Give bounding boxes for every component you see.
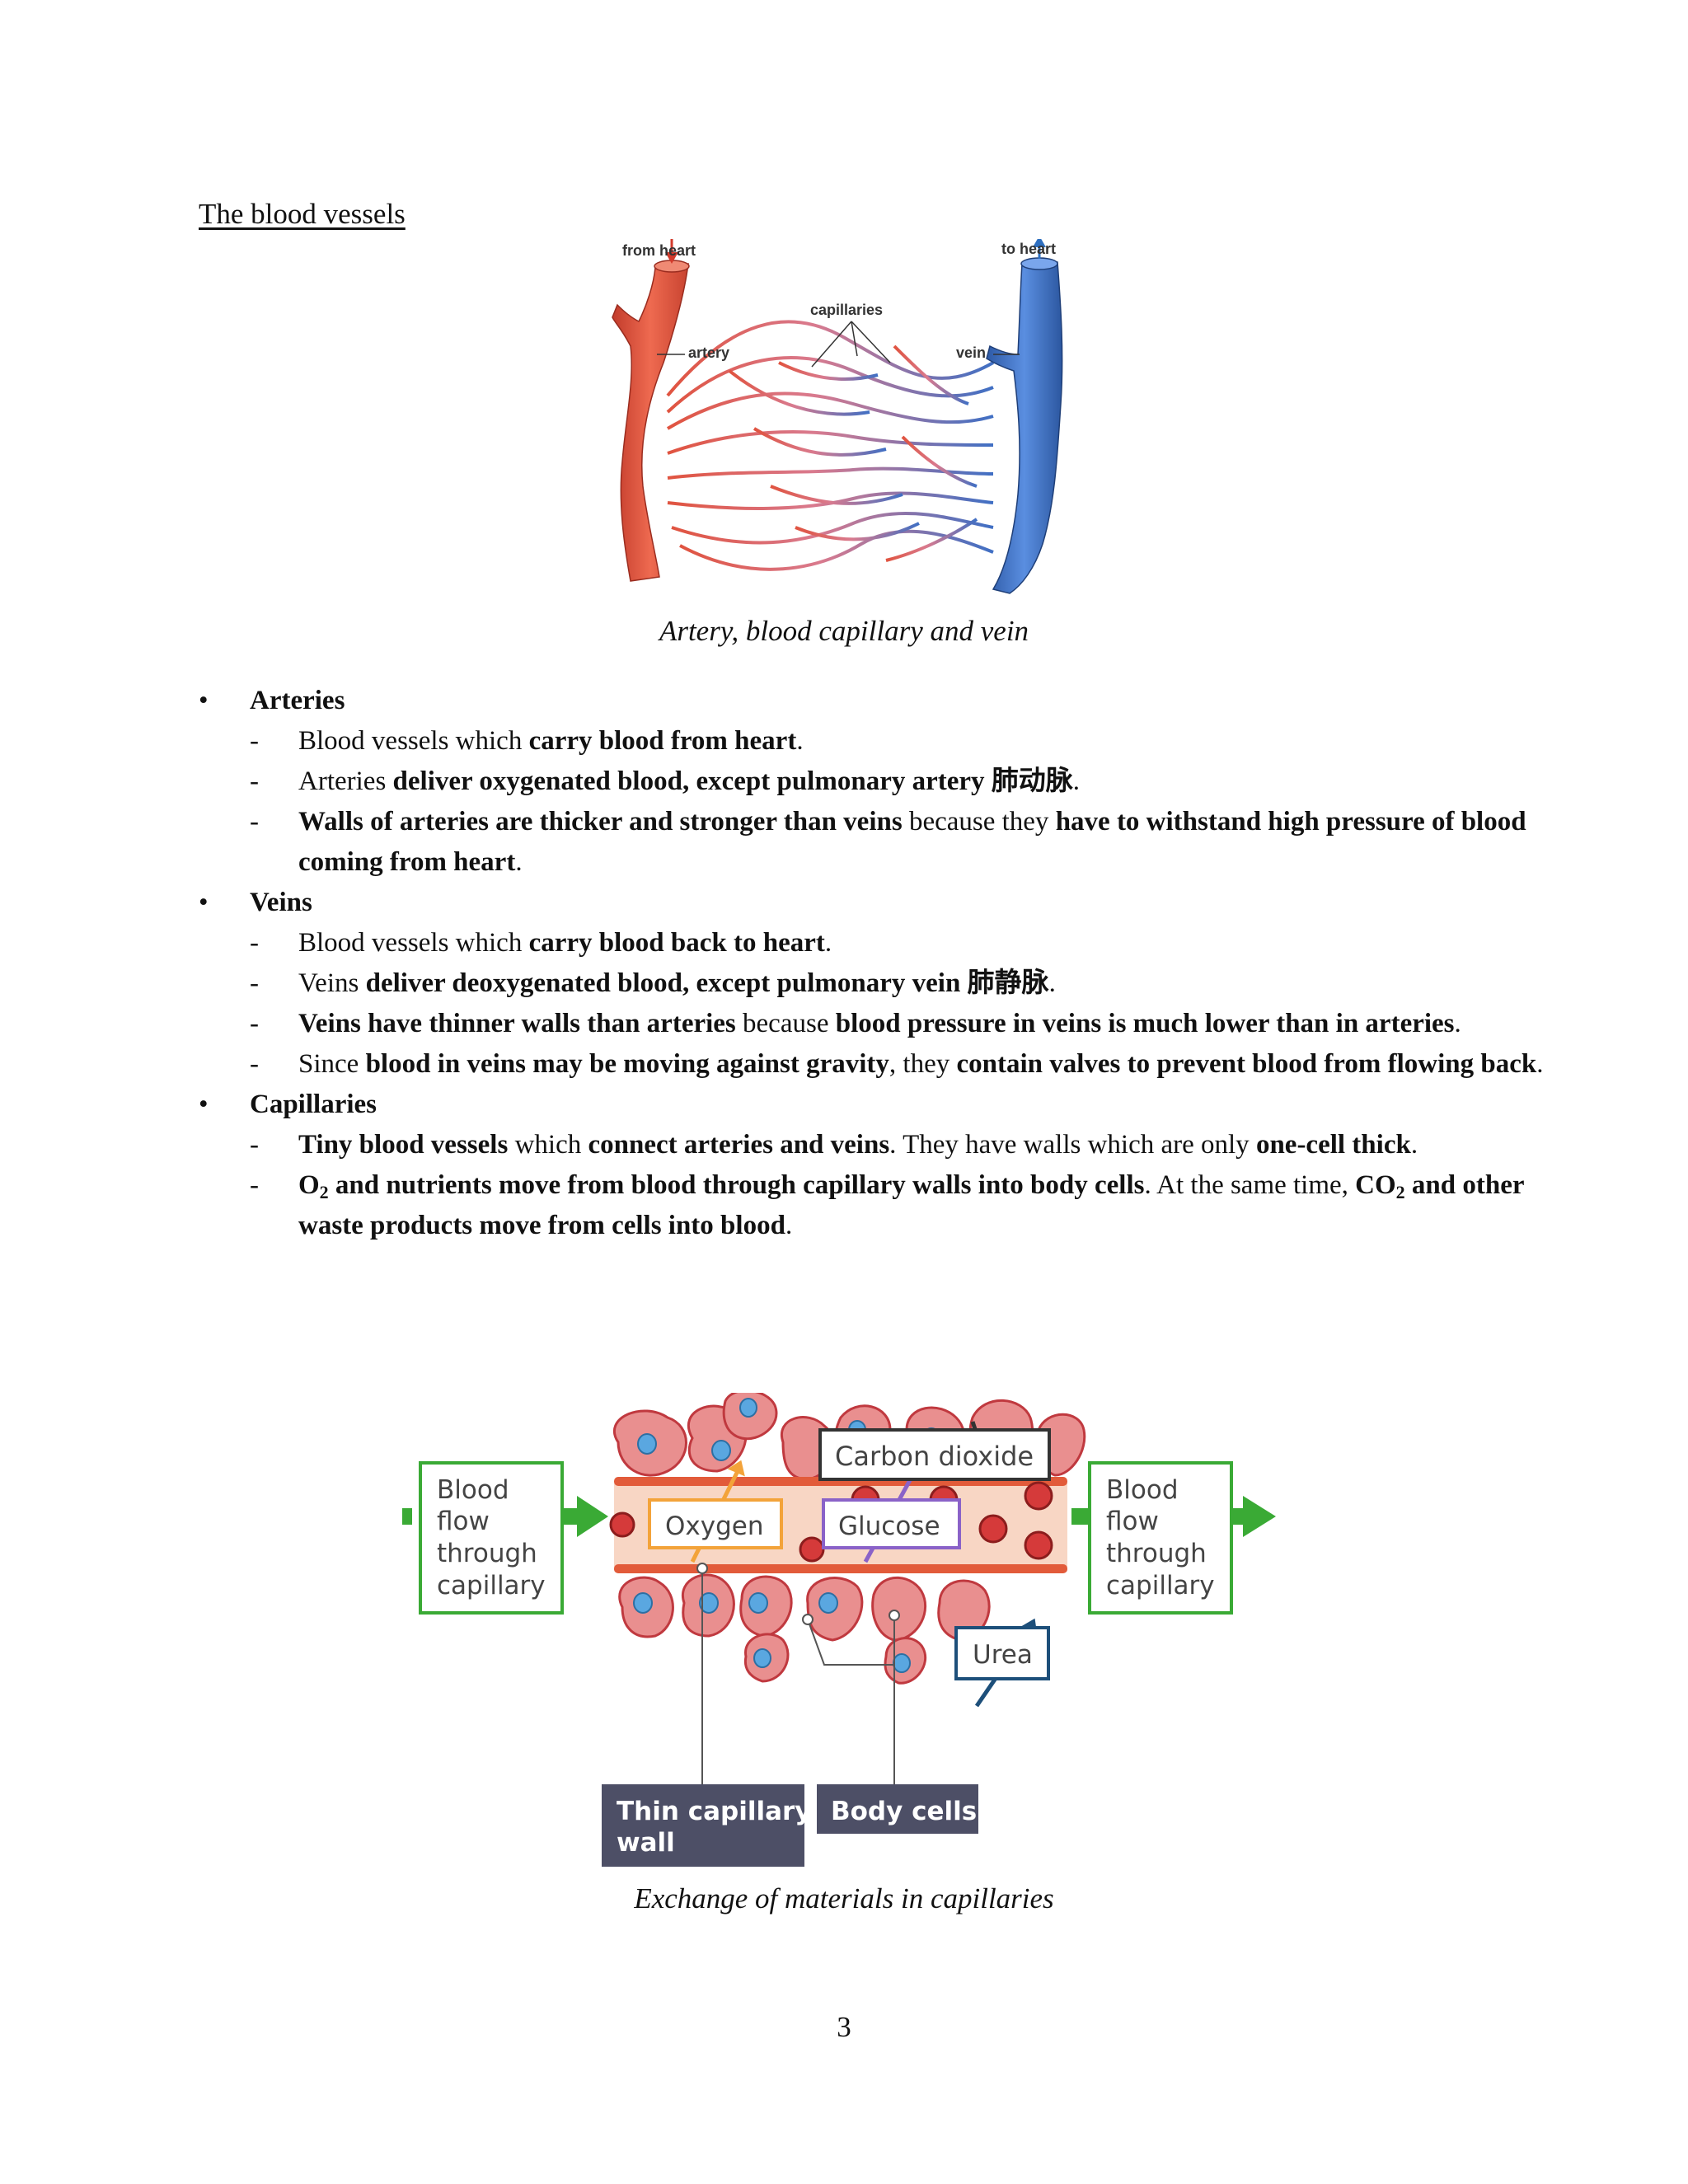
- bold-text: carry blood from heart: [528, 726, 797, 756]
- body-cells-bottom: [618, 1573, 991, 1685]
- text-span: . At the same time,: [1144, 1170, 1356, 1200]
- bold-text: deliver deoxygenated blood, except pulmo…: [365, 968, 1049, 998]
- label-body-cells: Body cells: [831, 1797, 977, 1826]
- flow-left-line-1: Blood: [437, 1475, 509, 1505]
- bold-text: connect arteries and veins: [588, 1130, 890, 1160]
- flow-right-text: Blood flow through capillary: [1106, 1475, 1215, 1601]
- flow-left-text: Blood flow through capillary: [437, 1475, 546, 1601]
- capillary-network: [666, 320, 994, 571]
- list-item: - Blood vessels which carry blood from he…: [199, 721, 1550, 762]
- list-item: - Since blood in veins may be moving agai…: [199, 1044, 1550, 1085]
- section-heading: • Arteries: [199, 681, 1550, 721]
- capillary-exchange-diagram: Blood flow through capillary Blood flow …: [402, 1393, 1276, 1867]
- text-span: because: [735, 1009, 836, 1038]
- label-artery: artery: [688, 344, 729, 361]
- text-span: .: [796, 726, 804, 756]
- bold-text: Walls of arteries are thicker and strong…: [298, 807, 903, 837]
- bullet-icon: •: [199, 888, 209, 917]
- list-item: - Blood vessels which carry blood back to…: [199, 923, 1550, 963]
- bullet-icon: •: [199, 1090, 209, 1119]
- label-carbon-dioxide: Carbon dioxide: [835, 1441, 1034, 1472]
- bold-text: CO: [1355, 1170, 1396, 1200]
- text-span: Blood vessels which: [298, 726, 529, 756]
- dash-marker: -: [250, 1130, 259, 1160]
- page-number: 3: [837, 2011, 851, 2043]
- text-span: .: [785, 1211, 793, 1240]
- bold-text: O: [298, 1170, 320, 1200]
- section-heading: • Capillaries: [199, 1085, 1550, 1125]
- label-thin-wall-1: Thin capillary: [617, 1797, 811, 1826]
- text-span: . They have walls which are only: [889, 1130, 1256, 1160]
- text-span: which: [508, 1130, 588, 1160]
- flow-left-line-4: capillary: [437, 1571, 546, 1601]
- list-item: -Veins have thinner walls than arteries …: [199, 1004, 1550, 1044]
- dash-marker: -: [250, 726, 259, 756]
- bold-text: and other waste products move from cells…: [298, 1170, 1524, 1240]
- text-span: Veins: [298, 968, 366, 998]
- section-heading: • Veins: [199, 883, 1550, 923]
- flow-left-line-2: flow: [437, 1507, 490, 1536]
- bold-text: one-cell thick: [1255, 1130, 1411, 1160]
- flow-right-line-1: Blood: [1106, 1475, 1179, 1505]
- bold-text: blood pressure in veins is much lower th…: [835, 1009, 1455, 1038]
- bold-text: Veins have thinner walls than arteries: [298, 1009, 736, 1038]
- artery-capillary-vein-diagram: from heart to heart capillaries artery v…: [612, 239, 1063, 594]
- label-to-heart: to heart: [1001, 241, 1056, 257]
- list-item: - Arteries deliver oxygenated blood, exce…: [199, 762, 1550, 802]
- list-item: - Walls of arteries are thicker and stron…: [199, 802, 1550, 883]
- text-span: Blood vessels which: [298, 928, 529, 958]
- label-glucose: Glucose: [838, 1511, 940, 1541]
- text-span: .: [1536, 1049, 1544, 1079]
- dash-marker: -: [250, 1009, 259, 1038]
- label-urea: Urea: [973, 1640, 1033, 1670]
- label-capillaries: capillaries: [810, 302, 883, 318]
- bold-text: and nutrients move from blood through ca…: [328, 1170, 1145, 1200]
- dash-marker: -: [250, 968, 259, 998]
- text-span: .: [824, 928, 832, 958]
- flow-right-line-4: capillary: [1106, 1571, 1215, 1601]
- label-vein: vein: [956, 344, 986, 361]
- page-title: The blood vessels: [199, 198, 406, 230]
- vessel-notes: • Arteries - Blood vessels which carry bloo…: [199, 681, 1550, 1246]
- text-span: because they: [902, 807, 1056, 837]
- text-span: Arteries: [298, 766, 393, 796]
- label-from-heart: from heart: [622, 242, 696, 259]
- artery-shape: [612, 263, 689, 582]
- flow-right-line-3: through: [1106, 1539, 1207, 1568]
- bold-text: blood in veins may be moving against gra…: [365, 1049, 889, 1079]
- dash-marker: -: [250, 928, 259, 958]
- list-item: - Veins deliver deoxygenated blood, excep…: [199, 963, 1550, 1004]
- dash-marker: -: [250, 1049, 259, 1079]
- text-span: Since: [298, 1049, 366, 1079]
- vein-shape: [986, 261, 1063, 594]
- bold-text: 2: [319, 1182, 329, 1202]
- flow-right-line-2: flow: [1106, 1507, 1159, 1536]
- text-span: .: [1454, 1009, 1461, 1038]
- bold-text: carry blood back to heart: [528, 928, 825, 958]
- bold-text: Tiny blood vessels: [298, 1130, 509, 1160]
- label-thin-wall-2: wall: [617, 1828, 675, 1858]
- flow-left-line-3: through: [437, 1539, 537, 1568]
- bold-text: have to withstand high pressure of blood…: [298, 807, 1526, 877]
- text-span: , they: [889, 1049, 957, 1079]
- text-span: .: [1048, 968, 1056, 998]
- text-span: .: [1410, 1130, 1418, 1160]
- text-span: .: [1072, 766, 1081, 796]
- list-item: - Tiny blood vessels which connect arteri…: [199, 1125, 1550, 1165]
- section-heading-text: Arteries: [250, 686, 345, 715]
- section-heading-text: Capillaries: [250, 1090, 377, 1119]
- figure-caption: Exchange of materials in capillaries: [634, 1882, 1054, 1915]
- dash-marker: -: [250, 766, 259, 796]
- bold-text: deliver oxygenated blood, except pulmona…: [392, 766, 1073, 796]
- bold-text: 2: [1395, 1182, 1405, 1202]
- dash-marker: -: [250, 1170, 259, 1200]
- dash-marker: -: [250, 807, 259, 837]
- bold-text: contain valves to prevent blood from flo…: [956, 1049, 1537, 1079]
- text-span: .: [515, 847, 523, 877]
- section-heading-text: Veins: [250, 888, 312, 917]
- list-item: -O2 and nutrients move from blood throug…: [199, 1165, 1550, 1246]
- bullet-icon: •: [199, 686, 209, 715]
- figure-caption: Artery, blood capillary and vein: [659, 615, 1029, 647]
- label-oxygen: Oxygen: [665, 1511, 764, 1541]
